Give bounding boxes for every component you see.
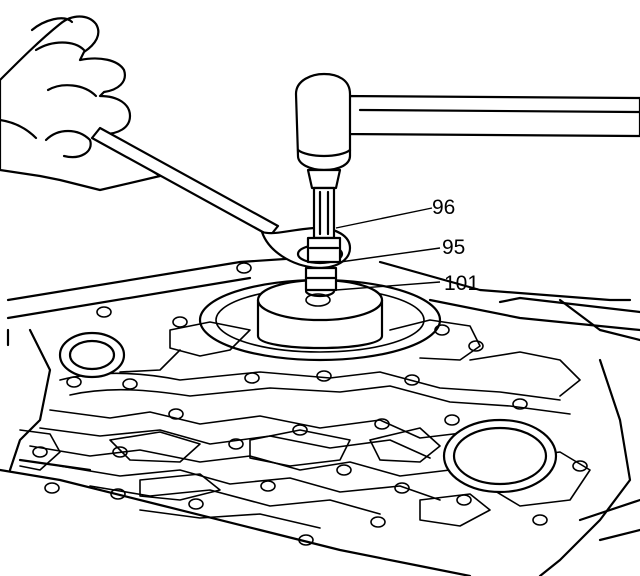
leader-96 [335, 207, 433, 229]
leader-101 [335, 281, 441, 291]
round-ports [58, 331, 558, 494]
hand [0, 15, 162, 192]
callout-95: 95 [442, 236, 465, 259]
bolt-holes [32, 262, 588, 546]
callout-101: 101 [444, 272, 479, 295]
leader-95 [339, 247, 441, 263]
callout-96: 96 [432, 196, 455, 219]
socket-driver [294, 72, 640, 292]
valve-body-plate [0, 256, 640, 576]
callout-labels: 96 95 101 [432, 196, 479, 295]
servo-cover-assembly [198, 278, 442, 362]
callout-leaders [335, 207, 441, 291]
